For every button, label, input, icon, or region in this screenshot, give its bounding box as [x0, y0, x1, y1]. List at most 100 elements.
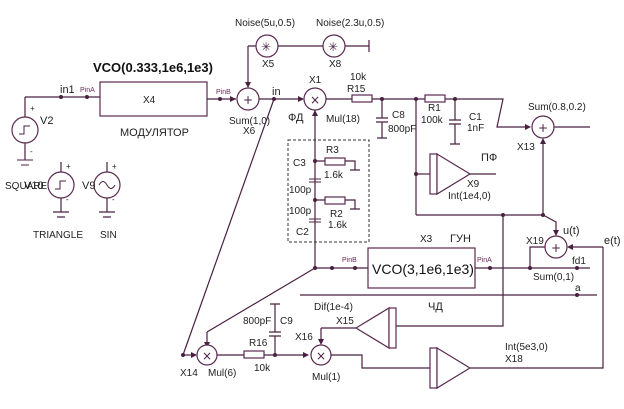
block-x14-multiplier[interactable]: × X14 Mul(6): [180, 344, 236, 379]
r15-value: 10k: [350, 72, 367, 83]
x15-caption: ЧД: [428, 301, 443, 313]
svg-text:+: +: [66, 162, 71, 171]
x3-ref: X3: [420, 234, 433, 245]
r15-ref: R15: [347, 84, 366, 95]
source-v10[interactable]: + - V10 TRIANGLE: [24, 162, 83, 241]
net-in: in: [272, 86, 281, 98]
x4-caption: МОДУЛЯТОР: [120, 127, 189, 139]
capacitor-c8[interactable]: C8 800pF: [376, 99, 416, 139]
block-x6-sum[interactable]: + Sum(1,0) X6: [229, 87, 270, 137]
x4-ref: X4: [143, 95, 156, 106]
net-e: e(t): [604, 235, 621, 247]
c3-value: 100p: [289, 185, 312, 196]
svg-text:-: -: [112, 195, 115, 204]
noise-icon: ✳: [261, 40, 271, 54]
net-u: u(t): [563, 225, 580, 237]
x18-ref: X18: [505, 354, 523, 365]
r16-value: 10k: [254, 363, 271, 374]
x13-model: Sum(0.8,0.2): [528, 102, 586, 113]
block-x4-modulator[interactable]: X4 VCO(0.333,1e6,1e3) МОДУЛЯТОР: [93, 60, 213, 139]
x5-model: Noise(5u,0.5): [235, 18, 295, 29]
block-x1-multiplier[interactable]: × X1 ФД Mul(18): [288, 75, 360, 125]
multiply-icon: ×: [310, 93, 320, 107]
block-x3-vco[interactable]: VCO(3,1e6,1e3) X3 ГУН PinB PinA: [342, 233, 492, 289]
v9-type: SIN: [100, 230, 117, 241]
x9-caption: ПФ: [481, 152, 497, 164]
r3-ref: R3: [326, 145, 339, 156]
svg-text:+: +: [112, 162, 117, 171]
x19-model: Sum(0,1): [533, 272, 574, 283]
x1-ref: X1: [309, 75, 322, 86]
plus-icon: +: [243, 93, 253, 107]
c2-value: 100p: [289, 206, 312, 217]
block-x9-integrator[interactable]: ПФ X9 Int(1e4,0): [429, 152, 497, 202]
step-wave-icon: [55, 180, 66, 190]
x3-pin-in: PinB: [342, 257, 357, 264]
c1-ref: C1: [469, 112, 482, 123]
plus-icon: +: [538, 121, 548, 135]
block-x13-sum[interactable]: + Sum(0.8,0.2) X13: [517, 102, 586, 153]
r1-ref: R1: [428, 103, 441, 114]
resistor-r15[interactable]: 10k R15: [347, 72, 373, 103]
x6-model: Sum(1,0): [229, 116, 270, 127]
v9-ref: V9: [82, 180, 95, 192]
ground-icon: [17, 159, 33, 166]
x3-pin-out: PinA: [477, 257, 492, 264]
resistor-r1[interactable]: R1 100k: [421, 94, 446, 126]
svg-text:-: -: [66, 195, 69, 204]
resistor-r3[interactable]: R3 1.6k: [315, 145, 360, 181]
x4-pin-out: PinB: [216, 89, 231, 96]
x8-model: Noise(2.3u,0.5): [316, 18, 384, 29]
capacitor-c1[interactable]: C1 1nF: [449, 99, 484, 145]
rc-network-group: [287, 139, 370, 243]
source-v2[interactable]: + - V2 SQUARE: [5, 97, 53, 192]
c2-ref: C2: [296, 227, 309, 238]
v2-ref: V2: [40, 115, 53, 127]
v2-type: SQUARE: [5, 181, 48, 192]
block-x16-multiplier[interactable]: × X16 Mul(1): [295, 332, 340, 383]
resistor-r16[interactable]: R16 10k: [243, 338, 271, 374]
net-fd1: fd1: [572, 256, 586, 267]
svg-text:-: -: [30, 147, 33, 156]
v10-type: TRIANGLE: [33, 230, 83, 241]
multiply-icon: ×: [316, 349, 326, 363]
block-x15-differentiator[interactable]: Dif(1e-4) X15: [314, 302, 397, 350]
c9-value: 800pF: [243, 316, 271, 327]
noise-icon: ✳: [328, 40, 338, 54]
source-v9[interactable]: + - V9 SIN: [82, 162, 121, 241]
block-x5-noise[interactable]: ✳ Noise(5u,0.5) X5: [235, 18, 295, 70]
x16-ref: X16: [295, 332, 313, 343]
net-a: a: [575, 283, 581, 294]
x6-ref: X6: [243, 126, 256, 137]
capacitor-c9[interactable]: 800pF C9: [243, 303, 293, 355]
x18-model: Int(5e3,0): [505, 342, 548, 353]
block-x19-sum[interactable]: + X19 Sum(0,1): [526, 235, 574, 283]
r1-value: 100k: [421, 115, 444, 126]
x14-model: Mul(6): [208, 368, 236, 379]
multiply-icon: ×: [202, 349, 212, 363]
c3-ref: C3: [293, 158, 306, 169]
c8-value: 800pF: [388, 124, 416, 135]
v10-ref: V10: [24, 180, 44, 192]
net-in1: in1: [60, 84, 75, 96]
r2-ref: R2: [330, 209, 343, 220]
x13-ref: X13: [517, 142, 535, 153]
x5-ref: X5: [262, 59, 275, 70]
x1-caption: ФД: [288, 112, 304, 124]
x1-model: Mul(18): [326, 114, 360, 125]
x14-ref: X14: [180, 368, 198, 379]
x15-model: Dif(1e-4): [314, 302, 353, 313]
capacitor-c2[interactable]: 100p C2: [289, 206, 321, 238]
c8-ref: C8: [392, 110, 405, 121]
c1-value: 1nF: [467, 123, 484, 134]
c9-ref: C9: [280, 316, 293, 327]
sine-wave-icon: [98, 181, 116, 189]
resistor-r2[interactable]: R2 1.6k: [315, 196, 360, 231]
x8-ref: X8: [329, 59, 342, 70]
block-x18-integrator[interactable]: Int(5e3,0) X18: [429, 342, 548, 390]
x3-model: VCO(3,1e6,1e3): [372, 261, 474, 277]
capacitor-c3[interactable]: C3 100p: [289, 158, 321, 196]
x3-caption: ГУН: [450, 233, 471, 245]
x16-model: Mul(1): [312, 372, 340, 383]
block-x8-noise[interactable]: ✳ Noise(2.3u,0.5) X8: [316, 18, 384, 70]
